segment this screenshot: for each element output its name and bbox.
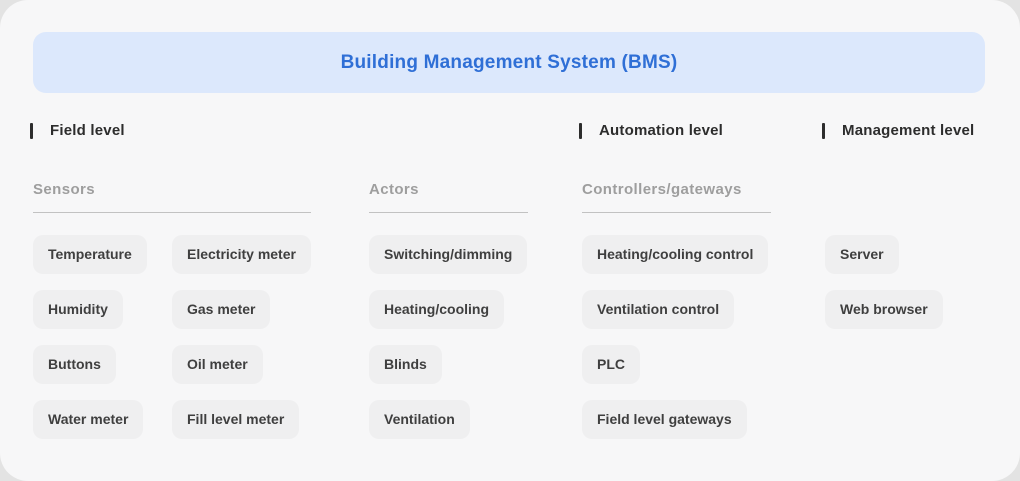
sensors-column-b: Electricity meter Gas meter Oil meter Fi…	[172, 235, 311, 455]
section-header-actors: Actors	[369, 181, 528, 213]
section-header-text: Actors	[369, 181, 419, 198]
chip-plc: PLC	[582, 345, 640, 384]
chip-oil-meter: Oil meter	[172, 345, 263, 384]
chip-water-meter: Water meter	[33, 400, 144, 439]
chip-fill-level-meter: Fill level meter	[172, 400, 300, 439]
chip-ventilation-control: Ventilation control	[582, 290, 735, 329]
chip-web-browser: Web browser	[825, 290, 943, 329]
level-label-automation: Automation level	[579, 122, 723, 139]
level-marker-icon	[822, 122, 825, 139]
chip-electricity-meter: Electricity meter	[172, 235, 311, 274]
level-marker-icon	[579, 122, 582, 139]
controllers-column: Heating/cooling control Ventilation cont…	[582, 235, 769, 455]
management-column: Server Web browser	[825, 235, 943, 345]
chip-heating-cooling: Heating/cooling	[369, 290, 504, 329]
chip-heating-cooling-control: Heating/cooling control	[582, 235, 769, 274]
sensors-column-a: Temperature Humidity Buttons Water meter	[33, 235, 147, 455]
chip-server: Server	[825, 235, 899, 274]
level-label-field: Field level	[30, 122, 125, 139]
chip-gas-meter: Gas meter	[172, 290, 271, 329]
level-label-text: Field level	[50, 122, 125, 139]
chip-humidity: Humidity	[33, 290, 123, 329]
actors-column: Switching/dimming Heating/cooling Blinds…	[369, 235, 528, 455]
chip-ventilation: Ventilation	[369, 400, 470, 439]
chip-blinds: Blinds	[369, 345, 442, 384]
chip-switching-dimming: Switching/dimming	[369, 235, 528, 274]
chip-field-level-gateways: Field level gateways	[582, 400, 747, 439]
section-header-text: Sensors	[33, 181, 95, 198]
section-header-sensors: Sensors	[33, 181, 311, 213]
chip-temperature: Temperature	[33, 235, 147, 274]
level-label-management: Management level	[822, 122, 974, 139]
level-label-text: Management level	[842, 122, 975, 139]
page-title: Building Management System (BMS)	[340, 51, 678, 73]
chip-buttons: Buttons	[33, 345, 116, 384]
level-label-text: Automation level	[599, 122, 724, 139]
title-banner: Building Management System (BMS)	[33, 32, 985, 93]
section-header-controllers: Controllers/gateways	[582, 181, 771, 213]
section-header-text: Controllers/gateways	[582, 181, 742, 198]
level-marker-icon	[30, 122, 33, 139]
